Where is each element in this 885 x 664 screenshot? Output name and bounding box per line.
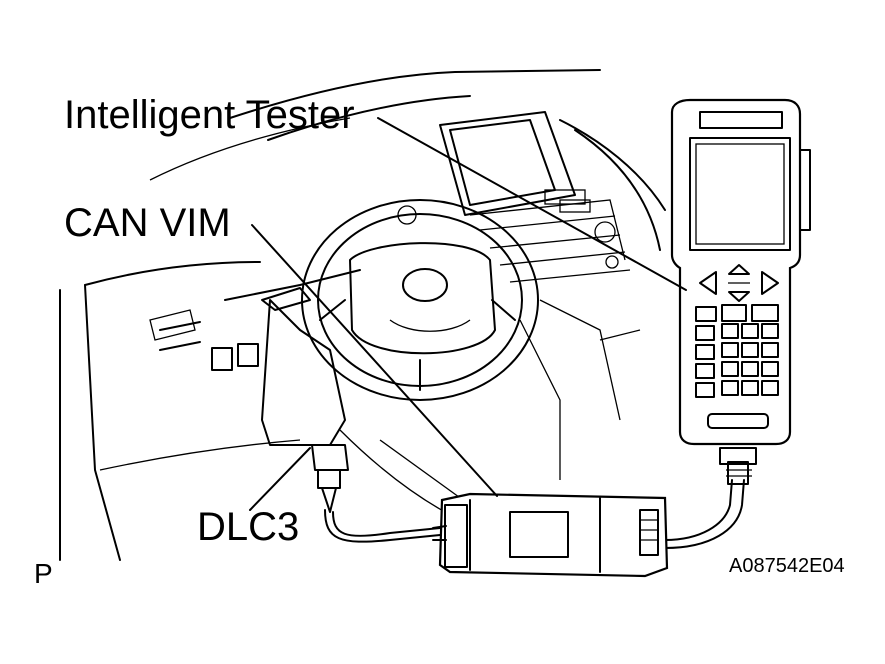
intelligent-tester — [670, 98, 811, 446]
can-vim-unit — [432, 492, 669, 578]
leader-lines — [249, 117, 687, 511]
steering-wheel — [301, 199, 539, 401]
callout-intelligent-tester: Intelligent Tester — [64, 93, 355, 137]
center-console — [439, 111, 666, 480]
dashboard — [59, 69, 601, 561]
view-marker: P — [34, 558, 53, 589]
connection-cable — [311, 444, 757, 549]
keypad — [695, 304, 779, 398]
leader-line-tester — [377, 117, 687, 291]
leader-line-vim — [251, 224, 498, 497]
callout-can-vim: CAN VIM — [64, 201, 231, 245]
leader-line-dlc3 — [249, 447, 311, 511]
figure-code: A087542E04 — [729, 555, 845, 577]
callout-dlc3: DLC3 — [197, 505, 300, 549]
